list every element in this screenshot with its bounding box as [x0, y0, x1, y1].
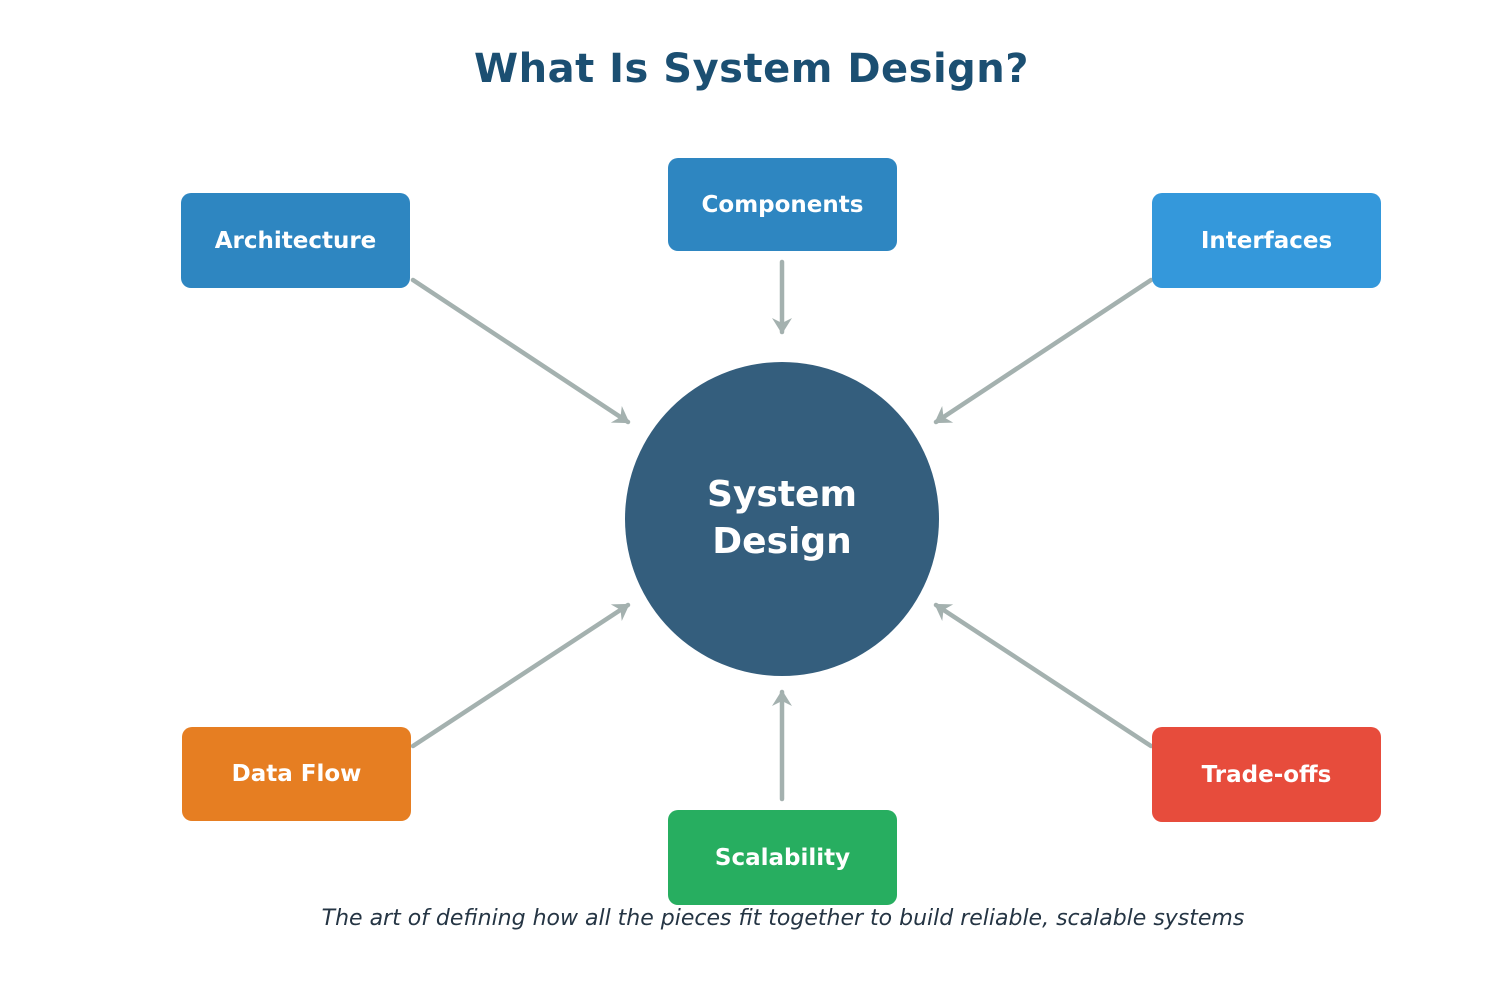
node-architecture-label: Architecture	[214, 227, 377, 254]
node-scalability-label: Scalability	[714, 844, 851, 871]
caption-text: The art of defining how all the pieces f…	[321, 906, 1245, 931]
arrow-architecture-to-center	[410, 277, 631, 425]
arrow-data-flow-to-center	[410, 602, 631, 749]
center-node-system-design: System Design	[625, 362, 939, 676]
node-interfaces: Interfaces	[1152, 193, 1381, 288]
page-title: What Is System Design?	[474, 46, 1029, 92]
node-interfaces-label: Interfaces	[1200, 227, 1333, 254]
node-scalability: Scalability	[668, 810, 897, 905]
arrow-interfaces-to-center	[933, 277, 1154, 425]
node-trade-offs-label: Trade-offs	[1201, 761, 1332, 788]
node-data-flow-label: Data Flow	[231, 761, 362, 787]
center-node-label-line2: Design	[712, 521, 852, 562]
center-node-label-line1: System	[707, 474, 857, 516]
node-components-label: Components	[701, 191, 864, 218]
node-data-flow: Data Flow	[182, 727, 411, 821]
node-trade-offs: Trade-offs	[1152, 727, 1381, 822]
node-components: Components	[668, 158, 897, 251]
arrow-trade-offs-to-center	[933, 602, 1154, 749]
node-architecture: Architecture	[181, 193, 410, 288]
